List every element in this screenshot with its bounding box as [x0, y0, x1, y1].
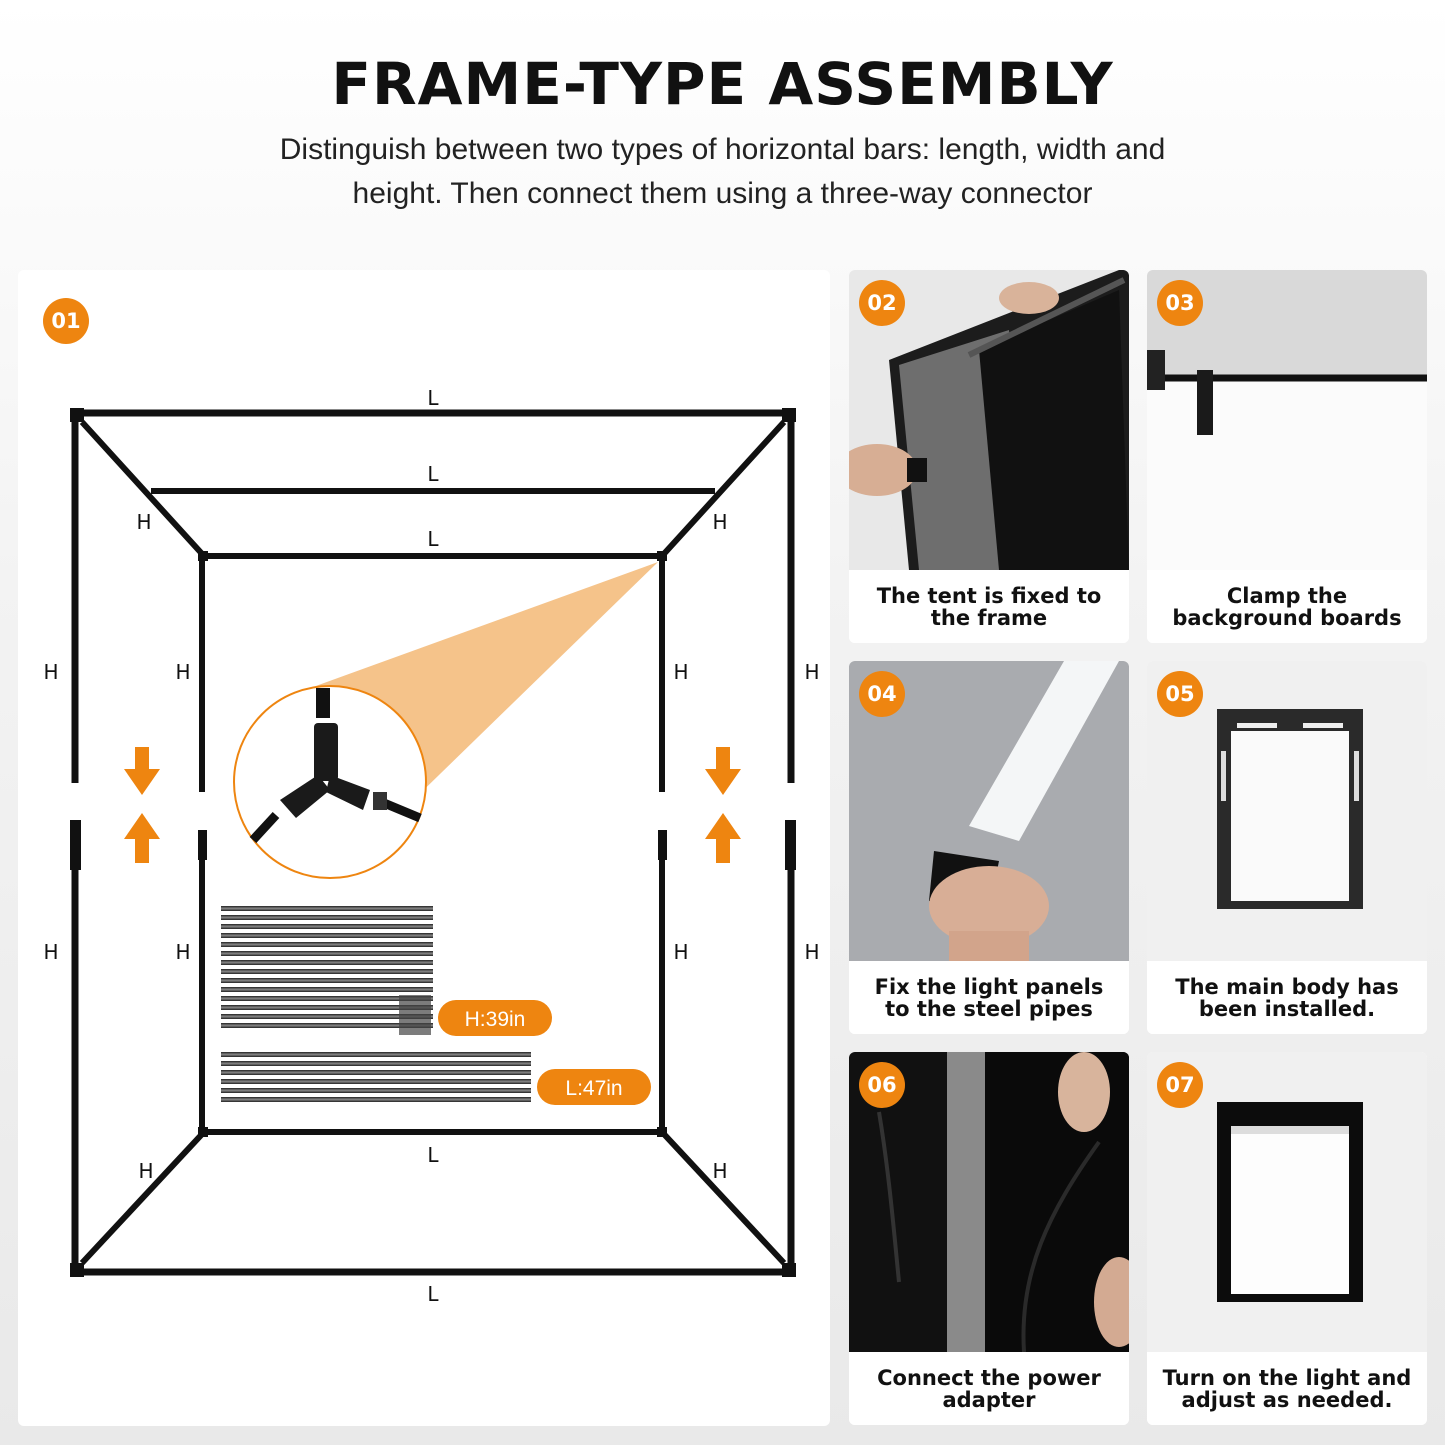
pipe: [221, 1070, 531, 1075]
tent-photo: [849, 270, 1129, 570]
step-caption-04: Fix the light panels to the steel pipes: [849, 962, 1129, 1034]
pipe-sleeve: [399, 995, 431, 1035]
label-length: L: [427, 527, 439, 551]
step-badge-01: 01: [43, 298, 89, 344]
step-card-06: 06 Connect the power adapter: [849, 1052, 1129, 1425]
pipe: [221, 915, 433, 920]
arrow-down-right: [705, 747, 741, 795]
height-pipe-bundle: [221, 906, 433, 1035]
label-height: H: [804, 660, 819, 684]
pipe: [221, 969, 433, 974]
label-length: L: [427, 462, 439, 486]
label-height: H: [712, 1159, 727, 1183]
label-length: L: [427, 1143, 439, 1167]
step-badge-05: 05: [1157, 671, 1203, 717]
step-badge-06: 06: [859, 1062, 905, 1108]
pipe: [221, 978, 433, 983]
label-length: L: [427, 1282, 439, 1306]
frame-diagram-panel: 01: [18, 270, 830, 1426]
label-length: L: [427, 386, 439, 410]
step-card-05: 05 The main body has been installed.: [1147, 661, 1427, 1034]
step-caption-03: Clamp the background boards: [1147, 571, 1427, 643]
step-card-03: 03 Clamp the background boards: [1147, 270, 1427, 643]
label-height: H: [804, 940, 819, 964]
pipe: [221, 906, 433, 911]
label-height: H: [136, 510, 151, 534]
height-tag-label: H:39in: [465, 1008, 526, 1031]
length-tag-label: L:47in: [565, 1077, 622, 1100]
pipe: [221, 987, 433, 992]
joint-sleeves: [70, 408, 796, 1277]
pipe: [221, 1079, 531, 1084]
light-panel-photo: [849, 661, 1129, 961]
label-height: H: [712, 510, 727, 534]
label-height: H: [43, 940, 58, 964]
arrow-down-left: [124, 747, 160, 795]
label-height: H: [175, 660, 190, 684]
length-tag: [537, 1069, 651, 1105]
inner-frame: [151, 488, 715, 1135]
diagonal-bars: [79, 419, 787, 1266]
orange-arrows: [124, 747, 741, 863]
frame-diagram: H:39in L:47in L L L L L H H H H H H H H …: [43, 386, 819, 1306]
pipe: [221, 951, 433, 956]
step-badge-03: 03: [1157, 280, 1203, 326]
arrow-up-right: [705, 813, 741, 863]
step-badge-04: 04: [859, 671, 905, 717]
outer-frame: [71, 409, 795, 1276]
step-caption-06: Connect the power adapter: [849, 1353, 1129, 1425]
pipe: [221, 1014, 433, 1019]
pipe: [221, 933, 433, 938]
installed-body-photo: [1147, 661, 1427, 961]
arrow-up-left: [124, 813, 160, 863]
pipe: [221, 1061, 531, 1066]
pipe: [221, 1023, 433, 1028]
pipe: [221, 924, 433, 929]
step-caption-02: The tent is fixed to the frame: [849, 571, 1129, 643]
label-height: H: [175, 940, 190, 964]
page-subtitle: Distinguish between two types of horizon…: [279, 133, 1166, 210]
step-badge-02: 02: [859, 280, 905, 326]
label-height: H: [138, 1159, 153, 1183]
pipe: [221, 1052, 531, 1057]
step-card-07: 07 Turn on the light and adjust as neede…: [1147, 1052, 1427, 1425]
pipe: [221, 1097, 531, 1102]
page-title: FRAME-TYPE ASSEMBLY: [331, 50, 1114, 118]
pipe: [221, 1005, 433, 1010]
pipe: [221, 996, 433, 1001]
three-way-connector-icon: [249, 688, 422, 844]
pipe: [221, 1088, 531, 1093]
step-card-04: 04 Fix the light panels to the steel pip…: [849, 661, 1129, 1034]
step-caption-05: The main body has been installed.: [1147, 962, 1427, 1034]
label-height: H: [673, 940, 688, 964]
step-caption-07: Turn on the light and adjust as needed.: [1147, 1353, 1427, 1425]
label-height: H: [43, 660, 58, 684]
pipe: [221, 942, 433, 947]
power-adapter-photo: [849, 1052, 1129, 1352]
pipe: [221, 960, 433, 965]
step-card-02: 02 The tent is fixed to the frame: [849, 270, 1129, 643]
height-tag: [438, 1000, 552, 1036]
label-height: H: [673, 660, 688, 684]
length-pipe-bundle: [221, 1052, 531, 1102]
step-badge-07: 07: [1157, 1062, 1203, 1108]
